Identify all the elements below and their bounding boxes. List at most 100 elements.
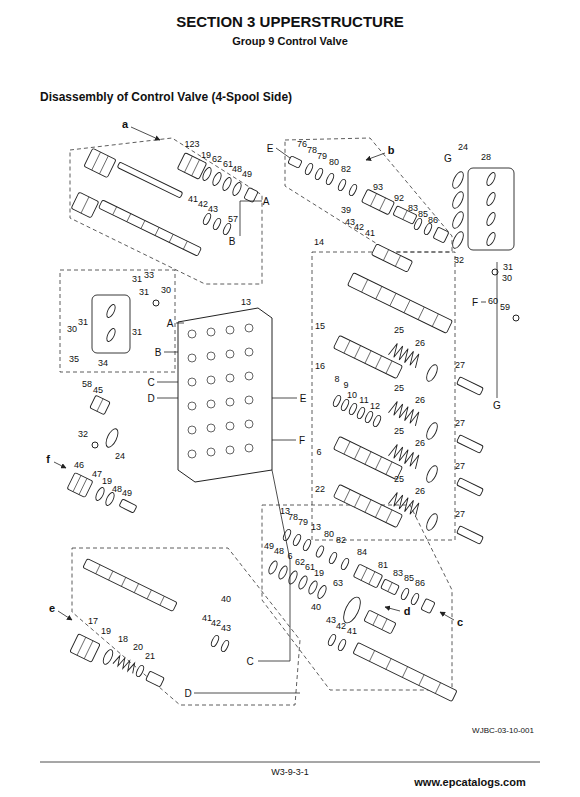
callout-number: 10 xyxy=(347,391,357,401)
bolt xyxy=(92,442,98,448)
o-ring xyxy=(101,648,114,666)
callout-number: 48 xyxy=(112,485,122,495)
port-hole xyxy=(226,350,234,358)
port-hole xyxy=(245,324,253,332)
callout-number: 86 xyxy=(428,216,438,226)
plug xyxy=(90,395,111,415)
spring-seat xyxy=(424,421,439,441)
callout-number: 47 xyxy=(92,470,102,480)
callout-number: 25 xyxy=(394,326,404,336)
callout-number: 61 xyxy=(223,160,233,170)
callout-number: 48 xyxy=(232,165,242,175)
callout-number: 40 xyxy=(311,603,321,613)
callout-number: 13 xyxy=(311,523,321,533)
leader-arrow xyxy=(440,612,454,620)
o-ring xyxy=(307,580,319,595)
callout-number: 11 xyxy=(359,396,368,406)
callout-number: 18 xyxy=(118,635,128,645)
leader-line xyxy=(157,382,178,383)
cap xyxy=(244,187,258,202)
o-ring xyxy=(337,178,347,191)
callout-number: 17 xyxy=(88,617,98,627)
callout-number: 31 xyxy=(132,275,142,285)
group-outline xyxy=(312,252,455,540)
group-letter: f xyxy=(46,453,50,465)
footer-rule xyxy=(40,762,540,763)
callout-number: 31 xyxy=(139,288,149,298)
callout-number: 80 xyxy=(329,158,339,168)
o-ring xyxy=(450,190,465,210)
o-ring xyxy=(221,176,233,191)
callout-number: 25 xyxy=(394,475,404,485)
callout-number: 42 xyxy=(336,622,346,632)
o-ring xyxy=(340,398,350,411)
callout-number: 13 xyxy=(241,298,251,308)
callout-number: 33 xyxy=(144,271,154,281)
leader-line xyxy=(258,470,290,661)
callout-number: 58 xyxy=(82,380,92,390)
plug xyxy=(364,610,396,634)
group-letter: b xyxy=(388,144,395,156)
spool xyxy=(99,200,202,256)
callout-number: 22 xyxy=(315,485,325,495)
port-hole xyxy=(226,398,234,406)
port-hole xyxy=(207,400,215,408)
port-hole xyxy=(188,426,196,434)
cap xyxy=(146,671,165,687)
callout-number: 43 xyxy=(345,218,355,228)
callout-number: 31 xyxy=(78,318,88,328)
cap xyxy=(433,227,449,243)
port xyxy=(485,211,497,226)
o-ring xyxy=(202,212,212,225)
o-ring xyxy=(356,406,366,419)
callout-number: 43 xyxy=(326,616,336,626)
callout-number: 31 xyxy=(503,263,513,273)
callout-number: 16 xyxy=(315,362,325,372)
o-ring xyxy=(348,183,358,196)
connection-letter: B xyxy=(155,347,162,358)
callout-number: 49 xyxy=(264,542,274,552)
o-ring xyxy=(315,545,325,558)
callout-number: 82 xyxy=(336,536,346,546)
callout-number: 27 xyxy=(455,361,465,371)
callout-number: 59 xyxy=(500,303,510,313)
callout-number: 60 xyxy=(488,297,498,307)
callout-number: 40 xyxy=(221,595,231,605)
spool xyxy=(333,335,402,378)
callout-number: 8 xyxy=(334,375,339,385)
o-ring xyxy=(316,584,328,599)
spool xyxy=(83,559,177,612)
callout-number: 83 xyxy=(393,569,403,579)
o-ring xyxy=(222,222,232,235)
o-ring xyxy=(364,410,374,423)
callout-number: 30 xyxy=(67,325,77,335)
section-title: SECTION 3 UPPERSTRUCTURE xyxy=(176,14,404,31)
figure-heading: Disassembly of Control Valve (4-Spool Si… xyxy=(40,91,292,104)
port-hole xyxy=(207,352,215,360)
connection-letter: E xyxy=(300,393,307,404)
callout-number: 24 xyxy=(115,452,125,462)
callout-number: 41 xyxy=(347,627,357,637)
bolt xyxy=(513,315,519,321)
connection-letter: C xyxy=(246,656,253,667)
callout-number: 45 xyxy=(93,386,103,396)
callout-number: 32 xyxy=(454,256,464,266)
callout-number: 79 xyxy=(317,152,327,162)
cap-rod xyxy=(457,435,484,454)
cap-rod xyxy=(457,377,484,396)
connection-letter: A xyxy=(263,196,270,207)
port-hole xyxy=(245,396,253,404)
o-ring xyxy=(340,557,350,570)
callout-number: 15 xyxy=(315,322,325,332)
callout-number: 79 xyxy=(298,518,308,528)
callout-number: 25 xyxy=(394,384,404,394)
rod xyxy=(117,162,183,198)
callout-number: 30 xyxy=(161,286,171,296)
callout-number: 9 xyxy=(343,381,348,391)
callout-number: 123 xyxy=(184,140,199,150)
group-outline xyxy=(72,548,300,705)
callout-number: 21 xyxy=(145,652,155,662)
callout-number: 42 xyxy=(211,619,221,629)
port xyxy=(485,191,497,206)
leader-line xyxy=(164,352,178,353)
